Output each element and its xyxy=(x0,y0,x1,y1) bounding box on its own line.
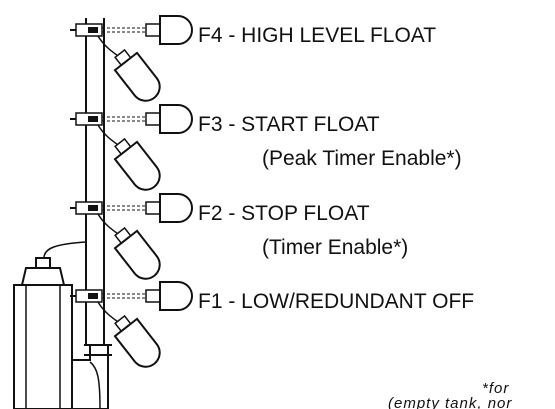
float-label-f3: F3 - START FLOAT xyxy=(198,113,380,136)
float-body xyxy=(159,104,193,134)
float-switch-f2 xyxy=(70,193,193,280)
float-cap xyxy=(145,112,161,126)
float-sublabel-f3: (Peak Timer Enable*) xyxy=(262,147,462,170)
float-label-f1: F1 - LOW/REDUNDANT OFF xyxy=(198,290,474,313)
float-switch-f4 xyxy=(70,15,193,102)
float-hanging xyxy=(113,314,161,368)
float-hanging xyxy=(113,137,161,191)
float-switch-f3 xyxy=(70,104,193,191)
float-switch-f1 xyxy=(70,281,193,368)
clamp-bolt xyxy=(88,27,98,33)
clamp-bolt xyxy=(88,205,98,211)
float-body xyxy=(159,193,193,223)
float-body xyxy=(159,15,193,45)
float-cap xyxy=(145,201,161,215)
footnote-line-2: (empty tank, nor xyxy=(388,395,512,409)
clamp-bolt xyxy=(88,116,98,122)
float-sublabel-f2: (Timer Enable*) xyxy=(262,236,408,259)
float-hanging xyxy=(113,226,161,280)
clamp-bolt xyxy=(88,293,98,299)
footnote-line-1: *for xyxy=(482,380,509,397)
float-hanging xyxy=(113,48,161,102)
float-label-f2: F2 - STOP FLOAT xyxy=(198,202,370,225)
float-cap xyxy=(145,289,161,303)
float-label-f4: F4 - HIGH LEVEL FLOAT xyxy=(198,24,436,47)
submersible-pump xyxy=(13,241,112,409)
float-body xyxy=(159,281,193,311)
float-cap xyxy=(145,23,161,37)
